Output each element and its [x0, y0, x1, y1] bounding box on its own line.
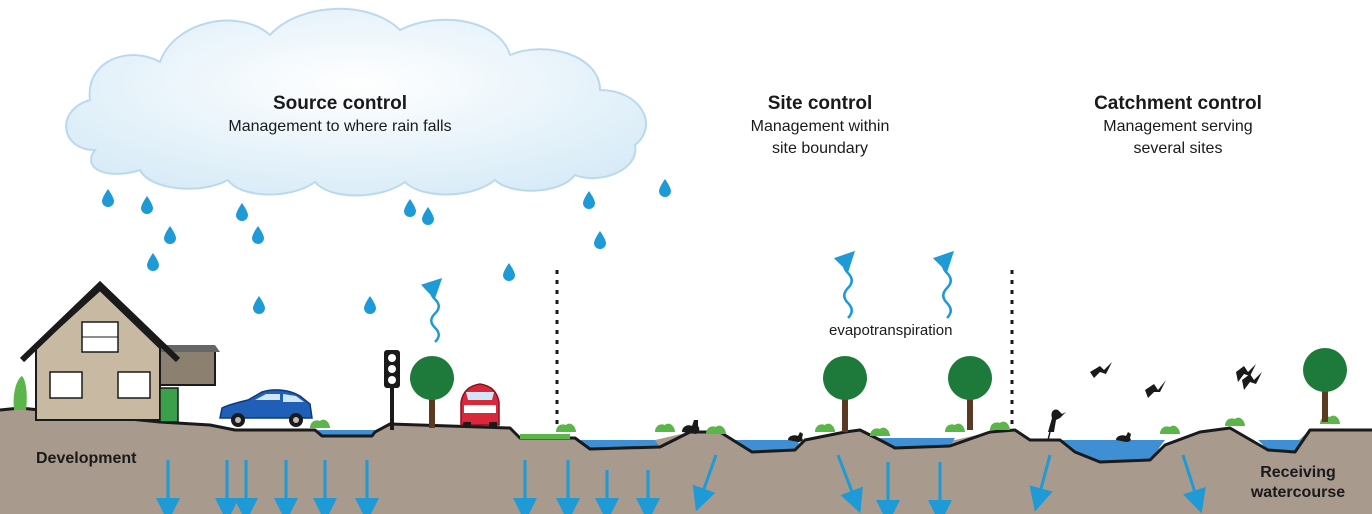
wavy-arrow-icon [932, 250, 954, 319]
raindrop-icon [503, 263, 515, 281]
wavy-arrow-icon [833, 250, 855, 319]
catchment-control-label: Catchment control Management serving sev… [1058, 92, 1298, 160]
shrubs-group [310, 415, 1340, 436]
infiltration-arrow-icon [836, 454, 863, 514]
shrub-icon [1225, 417, 1245, 426]
site-control-subtitle-line2: site boundary [771, 140, 869, 157]
shrub-icon [310, 419, 330, 428]
source-control-subtitle: Management to where rain falls [228, 118, 452, 135]
house-icon [13, 280, 220, 423]
tree-icon [948, 356, 992, 430]
tree-icon [823, 356, 867, 432]
shrub-icon [655, 423, 675, 432]
bird-icon [1090, 362, 1262, 398]
site-pond-water-2 [735, 440, 800, 452]
raindrop-icon [147, 253, 159, 271]
development-label: Development [36, 450, 137, 467]
site-control-subtitle-line1: Management within [750, 118, 890, 135]
shrub-icon [870, 427, 890, 436]
site-control-title: Site control [767, 93, 873, 114]
shrub-icon [1160, 425, 1180, 434]
car-icon-blue [219, 389, 313, 427]
car-icon-red [460, 383, 500, 428]
ground-outline [0, 406, 1372, 464]
raindrop-icon [364, 296, 376, 314]
catchment-control-subtitle-line2: several sites [1133, 140, 1223, 157]
receiving-line1: Receiving [1260, 464, 1336, 481]
duck-icon [682, 420, 1131, 442]
raindrop-icon [422, 207, 434, 225]
receiving-line2: watercourse [1250, 484, 1346, 501]
wavy-arrow-group [420, 250, 954, 343]
tree-icon [410, 356, 454, 428]
raindrop-icon [164, 226, 176, 244]
infiltration-arrow-icon [1029, 454, 1053, 512]
raindrop-icon [594, 231, 606, 249]
tree-icon [1303, 348, 1347, 422]
shrub-icon [815, 423, 835, 432]
shrub-icon [945, 423, 965, 432]
wavy-arrow-icon [420, 278, 443, 343]
infiltration-arrow-icon [1181, 454, 1206, 514]
source-control-title: Source control [272, 93, 408, 114]
raindrop-icon [583, 191, 595, 209]
source-control-label: Source control Management to where rain … [180, 92, 500, 138]
raindrop-icon [252, 226, 264, 244]
infiltration-arrow-group [156, 454, 1206, 514]
raindrop-icon [253, 296, 265, 314]
green-strip [520, 434, 570, 439]
traffic-light-icon [384, 350, 400, 430]
catchment-control-subtitle-line1: Management serving [1103, 118, 1253, 135]
shrub-icon [556, 423, 576, 432]
shrub-icon [990, 421, 1010, 430]
receiving-watercourse-label: Receiving watercourse [1238, 463, 1358, 503]
raindrop-icon [102, 189, 114, 207]
infiltration-arrow-icon [692, 454, 718, 512]
cloud-icon [65, 7, 647, 197]
raindrop-icon [404, 199, 416, 217]
raindrop-icon [659, 179, 671, 197]
heron-icon [1047, 409, 1066, 441]
rain-group [102, 179, 671, 314]
site-control-label: Site control Management within site boun… [700, 92, 940, 160]
raindrop-icon [236, 203, 248, 221]
raindrop-icon [141, 196, 153, 214]
catchment-control-title: Catchment control [1094, 93, 1262, 114]
evapotranspiration-label: evapotranspiration [826, 322, 956, 339]
shrub-icon [706, 425, 726, 434]
trees-group [410, 348, 1347, 432]
